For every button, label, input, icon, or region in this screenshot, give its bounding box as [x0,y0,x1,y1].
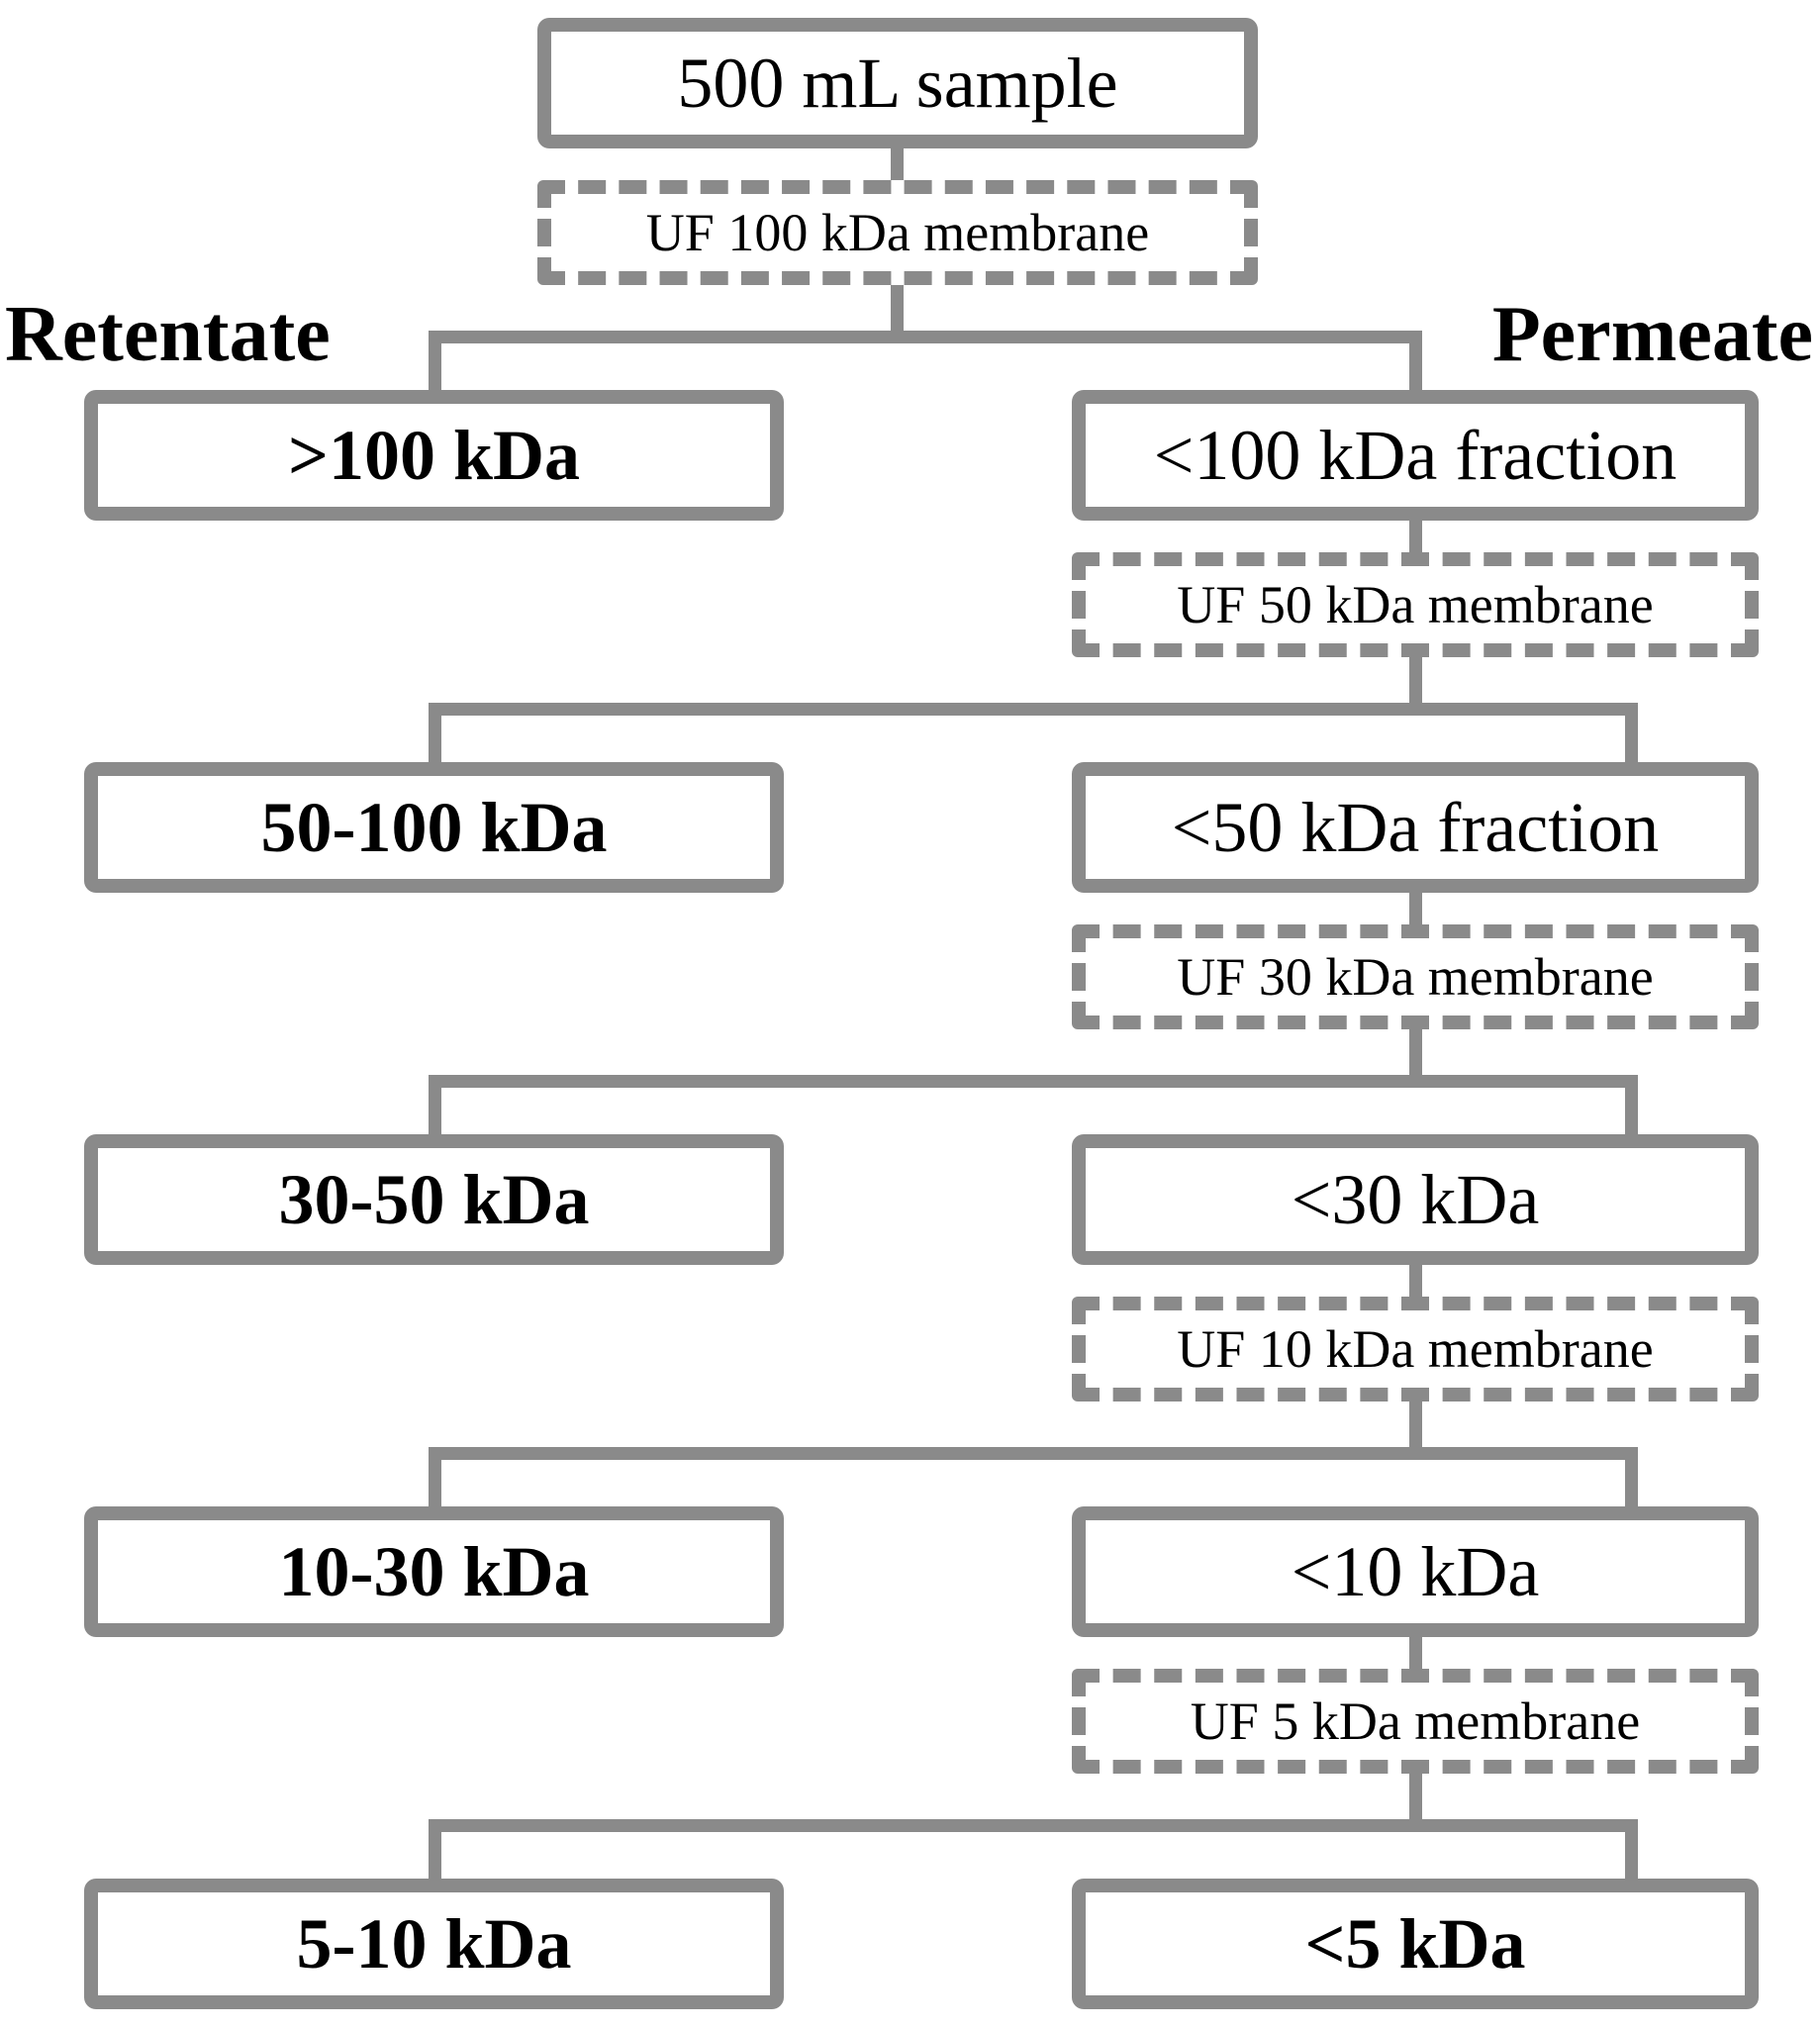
permeate-label-lt5: <5 kDa [1304,1904,1526,1983]
permeate-label-lt10: <10 kDa [1291,1532,1540,1611]
branch4-horizontal [429,1447,1638,1460]
branch1-horizontal [429,331,1422,343]
branch1-parent-stub [891,285,904,331]
retentate-label-10-30: 10-30 kDa [278,1532,590,1611]
permeate-box-lt5: <5 kDa [1072,1879,1759,2009]
connector-permeate2-to-membrane [1409,893,1422,924]
connector-permeate4-to-membrane [1409,1637,1422,1669]
permeate-box-lt10: <10 kDa [1072,1506,1759,1637]
branch5-right-drop [1625,1819,1638,1879]
retentate-box-30-50: 30-50 kDa [84,1134,784,1265]
membrane-box-uf100: UF 100 kDa membrane [537,180,1258,285]
membrane-label-uf100: UF 100 kDa membrane [645,203,1150,262]
root-sample-box: 500 mL sample [537,18,1258,148]
retentate-box-gt100: >100 kDa [84,390,784,521]
membrane-label-uf10: UF 10 kDa membrane [1177,1319,1654,1379]
branch1-right-drop [1409,331,1422,390]
branch3-left-drop [429,1075,441,1134]
membrane-box-uf30: UF 30 kDa membrane [1072,924,1759,1029]
membrane-label-uf50: UF 50 kDa membrane [1177,575,1654,634]
branch3-parent-stub [1409,1029,1422,1075]
permeate-box-lt100: <100 kDa fraction [1072,390,1759,521]
retentate-box-50-100: 50-100 kDa [84,762,784,893]
branch3-horizontal [429,1075,1638,1088]
connector-root-to-membrane [891,148,904,180]
connector-permeate1-to-membrane [1409,521,1422,552]
retentate-label-50-100: 50-100 kDa [260,788,608,867]
branch3-right-drop [1625,1075,1638,1134]
branch2-right-drop [1625,703,1638,762]
membrane-box-uf50: UF 50 kDa membrane [1072,552,1759,657]
permeate-column-label: Permeate [1491,291,1813,378]
branch4-right-drop [1625,1447,1638,1506]
branch1-left-drop [429,331,441,390]
membrane-label-uf30: UF 30 kDa membrane [1177,947,1654,1007]
branch5-horizontal [429,1819,1638,1832]
retentate-box-5-10: 5-10 kDa [84,1879,784,2009]
retentate-column-label: Retentate [5,291,331,378]
branch4-left-drop [429,1447,441,1506]
permeate-label-lt30: <30 kDa [1291,1160,1540,1239]
retentate-label-gt100: >100 kDa [287,416,581,495]
retentate-box-10-30: 10-30 kDa [84,1506,784,1637]
branch4-parent-stub [1409,1402,1422,1447]
branch2-left-drop [429,703,441,762]
permeate-label-lt50: <50 kDa fraction [1171,788,1660,867]
membrane-box-uf10: UF 10 kDa membrane [1072,1297,1759,1402]
membrane-label-uf5: UF 5 kDa membrane [1190,1692,1641,1751]
branch5-left-drop [429,1819,441,1879]
membrane-box-uf5: UF 5 kDa membrane [1072,1669,1759,1774]
permeate-box-lt30: <30 kDa [1072,1134,1759,1265]
permeate-box-lt50: <50 kDa fraction [1072,762,1759,893]
branch5-parent-stub [1409,1774,1422,1819]
connector-permeate3-to-membrane [1409,1265,1422,1297]
branch2-parent-stub [1409,657,1422,703]
retentate-label-5-10: 5-10 kDa [296,1904,572,1983]
root-sample-label: 500 mL sample [677,44,1118,123]
retentate-label-30-50: 30-50 kDa [278,1160,590,1239]
branch2-horizontal [429,703,1638,716]
permeate-label-lt100: <100 kDa fraction [1153,416,1677,495]
